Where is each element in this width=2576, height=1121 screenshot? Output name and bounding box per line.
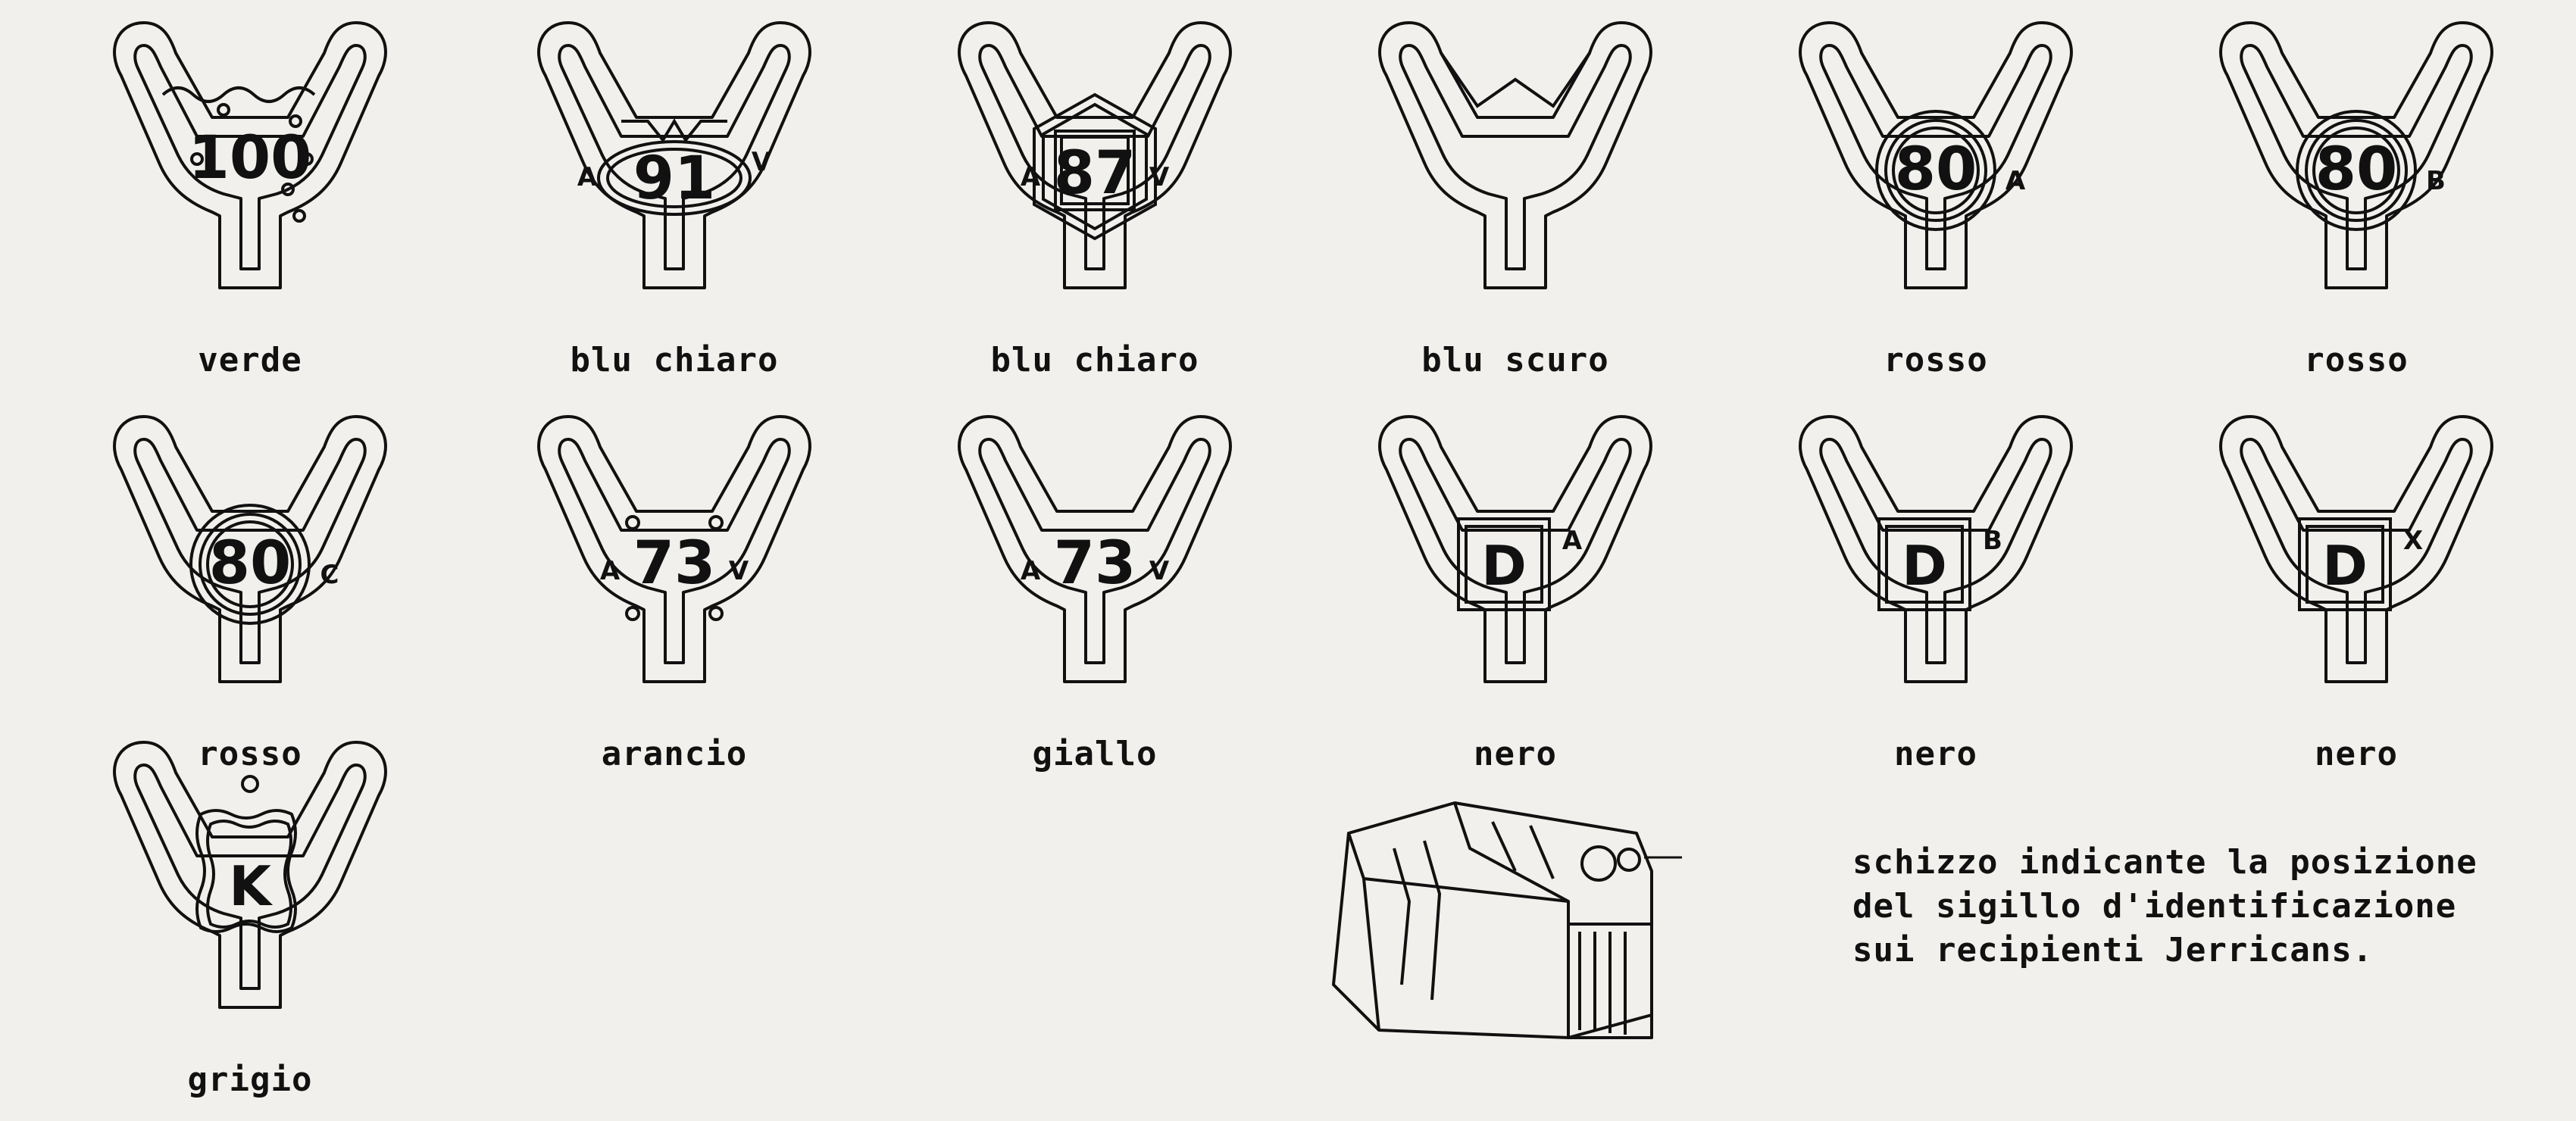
note-line-1: schizzo indicante la posizione (1852, 841, 2557, 885)
seal-caption: arancio (462, 735, 886, 774)
seal-outline-icon: 80 A (1724, 8, 2148, 341)
seal-outline-icon (1303, 8, 1727, 341)
seal-right-mark: X (2403, 526, 2423, 556)
seal-outline-icon: 80 B (2144, 8, 2568, 341)
seal-right-mark: B (2426, 166, 2446, 196)
seal-symbol: 73 (633, 529, 716, 598)
note-line-3: sui recipienti Jerricans. (1852, 929, 2557, 973)
seal-caption: blu chiaro (883, 341, 1307, 380)
seal-right-mark: V (729, 556, 749, 586)
seal-right-mark: B (1983, 526, 2002, 556)
seal-left-mark: A (1021, 162, 1041, 192)
sketch-note: schizzo indicante la posizione del sigil… (1852, 841, 2557, 973)
seal-right-mark: V (1149, 162, 1170, 192)
seal-caption: nero (1303, 735, 1727, 774)
seal-right-mark: A (2005, 166, 2026, 196)
seal-right-mark: C (320, 560, 339, 590)
seal-symbol: 80 (1895, 136, 1977, 204)
seal-symbol: 87 (1054, 139, 1136, 208)
seal-symbol: K (229, 854, 273, 918)
seal-left-mark: A (1021, 556, 1041, 586)
seal-symbol: 80 (209, 529, 292, 598)
seal-outline-icon: 91 A V (462, 8, 886, 341)
seal-caption: rosso (1724, 341, 2148, 380)
seal-outline-icon: 80 C (38, 401, 462, 735)
seal-caption: rosso (2144, 341, 2568, 380)
seal-right-mark: A (1562, 526, 1583, 556)
seal-symbol: 80 (2315, 136, 2398, 204)
seal-caption: verde (38, 341, 462, 380)
seal-left-mark: A (577, 162, 598, 192)
seal-caption: grigio (38, 1060, 462, 1100)
seal-symbol: D (1481, 534, 1527, 598)
seal-outline-icon: 87 A V (883, 8, 1307, 341)
seal-caption: blu chiaro (462, 341, 886, 380)
seal-right-mark: V (1149, 556, 1170, 586)
seal-blu-scuro: blu scuro (1303, 8, 1727, 401)
seal-symbol: D (2322, 534, 2368, 598)
jerrican-sketch-icon (1318, 788, 1682, 1045)
seal-caption: nero (1724, 735, 2148, 774)
seal-left-mark: A (600, 556, 621, 586)
seal-outline-icon: 100 (38, 8, 462, 341)
seal-symbol: D (1902, 534, 1947, 598)
seal-caption: giallo (883, 735, 1307, 774)
seal-symbol: 91 (633, 145, 716, 213)
seal-outline-icon: K (38, 727, 462, 1060)
seal-caption: blu scuro (1303, 341, 1727, 380)
seal-outline-icon: 73 A V (883, 401, 1307, 735)
seal-verde-100: 100 verde (38, 8, 462, 401)
seal-outline-icon: 73 A V (462, 401, 886, 735)
seal-symbol: 100 (189, 124, 312, 192)
seal-symbol: 73 (1054, 529, 1136, 598)
emblem (1441, 53, 1590, 106)
seal-right-mark: V (752, 147, 772, 177)
note-line-2: del sigillo d'identificazione (1852, 885, 2557, 929)
seal-caption: nero (2144, 735, 2568, 774)
